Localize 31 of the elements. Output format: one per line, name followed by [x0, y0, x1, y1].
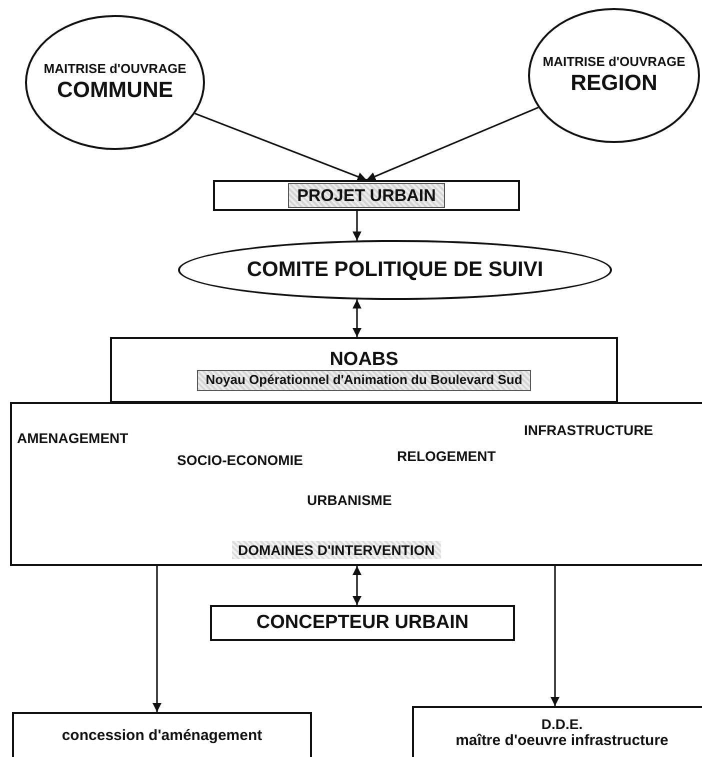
designer-box	[210, 605, 515, 641]
node-title: CONCEPTEUR URBAIN	[256, 612, 469, 634]
works-box	[412, 706, 702, 757]
node-title: D.D.E.	[541, 716, 583, 732]
arrow	[550, 566, 560, 706]
node-title: COMITE POLITIQUE DE SUIVI	[246, 258, 544, 282]
concession-box	[12, 712, 312, 757]
arrow	[152, 566, 162, 712]
domains-panel	[10, 402, 702, 566]
domain-label: URBANISME	[307, 492, 392, 508]
node-title: NOABS	[330, 348, 398, 370]
node-subtitle: maître d'oeuvre infrastructure	[456, 732, 668, 750]
node-subtitle: REGION	[570, 70, 658, 96]
arrow	[352, 211, 362, 240]
node-title: MAITRISE d'OUVRAGE	[44, 62, 186, 78]
domain-label: RELOGEMENT	[397, 448, 496, 464]
node-subtitle: Noyau Opérationnel d'Animation du Boulevard Sud	[196, 370, 532, 392]
arrow	[366, 106, 539, 181]
arrow	[352, 300, 362, 337]
domain-label: SOCIO-ECONOMIE	[177, 452, 304, 468]
project-box	[213, 180, 520, 211]
panel-heading: DOMAINES D'INTERVENTION	[232, 541, 441, 559]
node-title: MAITRISE d'OUVRAGE	[542, 55, 686, 70]
node-title: concession d'aménagement	[62, 727, 262, 745]
domain-label: AMENAGEMENT	[17, 430, 128, 446]
team-box	[110, 337, 618, 403]
node-subtitle: COMMUNE	[56, 77, 174, 103]
arrow	[352, 566, 362, 605]
arrow	[194, 112, 367, 181]
node-title: PROJET URBAIN	[288, 182, 445, 208]
domain-label: INFRASTRUCTURE	[524, 422, 654, 438]
